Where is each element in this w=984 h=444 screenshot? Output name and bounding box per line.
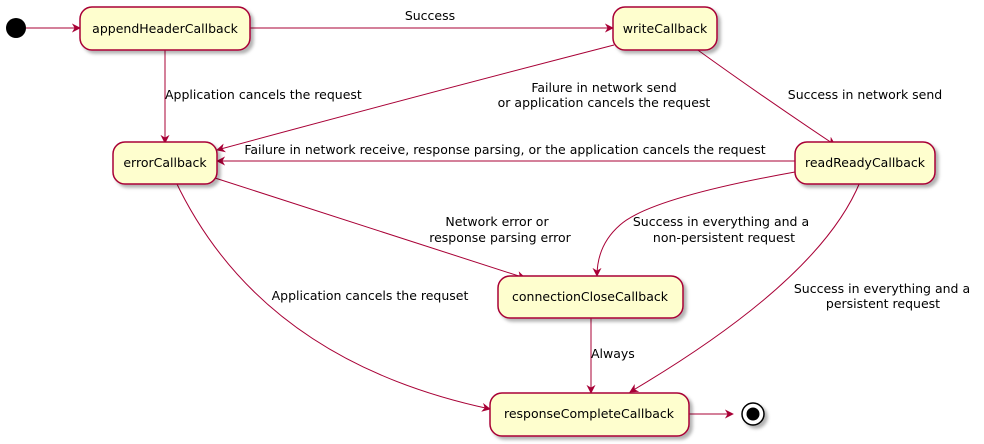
edge-readready-to-connectionclose [592, 171, 796, 277]
state-label-responsecomplete: responseCompleteCallback [504, 406, 675, 421]
state-label-connectionclose: connectionCloseCallback [512, 289, 669, 304]
label-app-cancels-requset: Application cancels the requset [272, 288, 469, 303]
state-label-write: writeCallback [623, 21, 708, 36]
label-always: Always [591, 346, 635, 361]
label-network-error-1: Network error or [445, 214, 549, 229]
state-errorcallback: errorCallback [112, 141, 218, 185]
edge-write-to-readready [694, 47, 836, 146]
state-writecallback: writeCallback [612, 6, 718, 51]
label-success-send: Success in network send [788, 87, 942, 102]
label-persistent-2: persistent request [826, 296, 940, 311]
state-readreadycallback: readReadyCallback [794, 141, 936, 185]
state-responsecompletecallback: responseCompleteCallback [489, 392, 690, 437]
label-nonpersistent-2: non-persistent request [653, 230, 795, 245]
edge-readready-to-responsecomplete [629, 181, 861, 393]
label-network-error-2: response parsing error [429, 230, 571, 245]
state-label-readready: readReadyCallback [805, 155, 926, 170]
edge-error-to-connectionclose [214, 177, 526, 280]
edge-error-to-responsecomplete [174, 179, 491, 412]
start-node [6, 18, 26, 38]
label-nonpersistent-1: Success in everything and a [633, 214, 809, 229]
label-app-cancels: Application cancels the request [165, 87, 362, 102]
end-node-dot [746, 407, 760, 421]
state-label-appendheader: appendHeaderCallback [92, 21, 238, 36]
edge-write-to-error [216, 44, 615, 153]
state-connectionclosecallback: connectionCloseCallback [497, 275, 684, 319]
label-failure-send-1: Failure in network send [531, 80, 676, 95]
label-success: Success [405, 8, 455, 23]
state-label-error: errorCallback [123, 155, 207, 170]
label-failure-receive: Failure in network receive, response par… [244, 142, 765, 157]
state-appendheadercallback: appendHeaderCallback [79, 6, 251, 51]
label-persistent-1: Success in everything and a [794, 281, 970, 296]
label-failure-send-2: or application cancels the request [498, 95, 711, 110]
